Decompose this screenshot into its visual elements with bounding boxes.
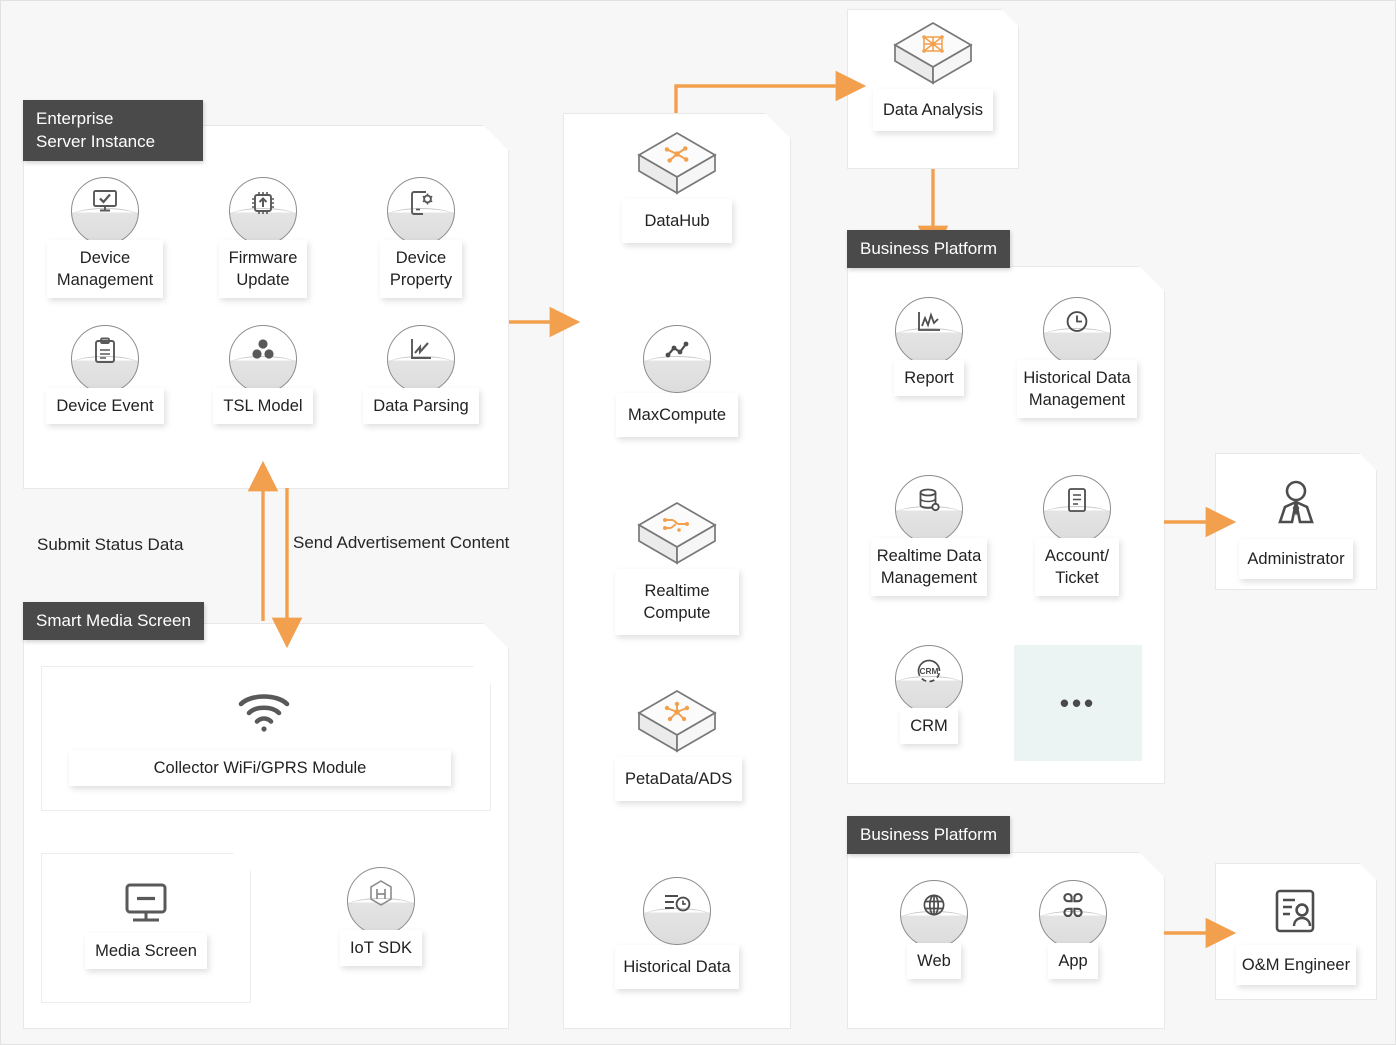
node-historical-data[interactable]: Historical Data <box>615 873 739 989</box>
stacked-cubes-icon <box>229 325 297 393</box>
node-device-event[interactable]: Device Event <box>43 321 167 424</box>
node-firmware-update[interactable]: Firmware Update <box>201 173 325 298</box>
node-app[interactable]: App <box>1011 876 1135 979</box>
svg-text:CRM: CRM <box>919 666 938 676</box>
node-collector-wifi-gprs[interactable] <box>200 679 328 741</box>
node-iot-sdk[interactable]: IoT SDK <box>319 863 443 966</box>
media-screen-icon-wrap <box>84 866 208 942</box>
node-historical-data-management[interactable]: Historical Data Management <box>1015 293 1139 418</box>
node-label: Data Analysis <box>873 89 993 131</box>
node-maxcompute[interactable]: MaxCompute <box>615 321 739 437</box>
node-label: Account/ Ticket <box>1034 538 1120 596</box>
maxcompute-line-icon <box>643 325 711 393</box>
node-label: Data Parsing <box>363 388 479 424</box>
node-petadata-ads[interactable]: PetaData/ADS <box>615 687 743 801</box>
more-items-tile[interactable]: ••• <box>1014 645 1142 761</box>
node-label: Firmware Update <box>218 240 308 298</box>
maxcompute-icon-wrap <box>615 321 739 397</box>
realtime-compute-icon-wrap <box>615 499 739 575</box>
node-datahub[interactable]: DataHub <box>615 129 739 243</box>
node-account-ticket[interactable]: Account/ Ticket <box>1015 471 1139 596</box>
node-label: TSL Model <box>213 388 313 424</box>
node-label: Device Management <box>46 240 164 298</box>
petadata-box-icon <box>637 690 717 753</box>
datahub-box-icon <box>637 132 717 195</box>
om-engineer-icon-wrap <box>1234 873 1358 949</box>
node-om-engineer[interactable]: O&M Engineer <box>1234 873 1358 985</box>
web-icon-wrap <box>872 876 996 952</box>
data-analysis-box-icon <box>893 22 973 85</box>
panel-media-devices <box>41 853 251 1003</box>
node-label: Web <box>907 943 961 979</box>
administrator-person-icon <box>1278 480 1314 524</box>
app-grid-icon <box>1039 880 1107 948</box>
node-administrator[interactable]: Administrator <box>1234 467 1358 579</box>
datahub-icon-wrap <box>615 129 739 205</box>
data-parsing-icon-wrap <box>359 321 483 397</box>
panel-title-business-platform-bottom: Business Platform <box>847 816 1010 854</box>
app-icon-wrap <box>1011 876 1135 952</box>
node-tsl-model[interactable]: TSL Model <box>201 321 325 424</box>
panel-title-enterprise-server-instance: Enterprise Server Instance <box>23 100 203 161</box>
panel-title-business-platform-top: Business Platform <box>847 230 1010 268</box>
media-screen-icon <box>125 883 167 922</box>
administrator-icon-wrap <box>1234 467 1358 543</box>
node-report[interactable]: Report <box>867 293 991 396</box>
clock-icon <box>1043 297 1111 365</box>
node-media-screen[interactable]: Media Screen <box>84 866 208 969</box>
node-label: DataHub <box>622 199 732 243</box>
historical-data-mgmt-icon-wrap <box>1015 293 1139 369</box>
node-realtime-compute[interactable]: Realtime Compute <box>615 499 739 635</box>
node-label: CRM <box>900 708 958 744</box>
node-data-parsing[interactable]: Data Parsing <box>359 321 483 424</box>
device-property-icon-wrap <box>359 173 483 249</box>
node-label: PetaData/ADS <box>615 757 743 801</box>
iot-sdk-icon-wrap <box>319 863 443 939</box>
node-label: Realtime Compute <box>615 569 739 635</box>
node-label: Report <box>894 360 964 396</box>
node-label: Administrator <box>1239 539 1353 579</box>
globe-icon <box>900 880 968 948</box>
petadata-icon-wrap <box>615 687 739 763</box>
node-label: Device Event <box>46 388 164 424</box>
node-web[interactable]: Web <box>872 876 996 979</box>
historical-data-icon-wrap <box>615 873 739 949</box>
panel-title-smart-media-screen: Smart Media Screen <box>23 602 204 640</box>
report-icon-wrap <box>867 293 991 369</box>
device-management-icon-wrap <box>43 173 167 249</box>
node-label: Realtime Data Management <box>870 538 988 596</box>
line-chart-icon <box>387 325 455 393</box>
node-realtime-data-management[interactable]: Realtime Data Management <box>867 471 991 596</box>
iot-sdk-hex-icon <box>347 867 415 935</box>
node-label: Historical Data <box>615 945 739 989</box>
node-data-analysis[interactable]: Data Analysis <box>871 19 995 131</box>
data-analysis-icon-wrap <box>871 19 995 95</box>
realtime-data-mgmt-icon-wrap <box>867 471 991 547</box>
database-gear-icon <box>895 475 963 543</box>
node-crm[interactable]: CRM CRM <box>867 641 991 744</box>
history-list-icon <box>643 877 711 945</box>
node-label: O&M Engineer <box>1235 945 1357 985</box>
tsl-model-icon-wrap <box>201 321 325 397</box>
flow-label-submit-status: Submit Status Data <box>37 535 184 554</box>
collector-icon-wrap <box>200 679 328 741</box>
monitor-check-icon <box>71 177 139 245</box>
node-label: IoT SDK <box>339 930 423 966</box>
wifi-icon <box>238 694 290 732</box>
node-device-management[interactable]: Device Management <box>43 173 167 298</box>
node-label: Media Screen <box>85 933 207 969</box>
panel-collector-module <box>41 666 491 811</box>
node-device-property[interactable]: Device Property <box>359 173 483 298</box>
report-chart-icon <box>895 297 963 365</box>
node-label: Device Property <box>379 240 463 298</box>
node-label: MaxCompute <box>615 393 739 437</box>
node-label: App <box>1048 943 1098 979</box>
node-label-collector: Collector WiFi/GPRS Module <box>69 750 451 786</box>
node-label: Historical Data Management <box>1017 360 1137 418</box>
flow-label-send-advertisement: Send Advertisement Content <box>293 533 510 552</box>
device-gear-icon <box>387 177 455 245</box>
id-card-person-icon <box>1275 889 1315 933</box>
realtime-compute-box-icon <box>637 502 717 565</box>
